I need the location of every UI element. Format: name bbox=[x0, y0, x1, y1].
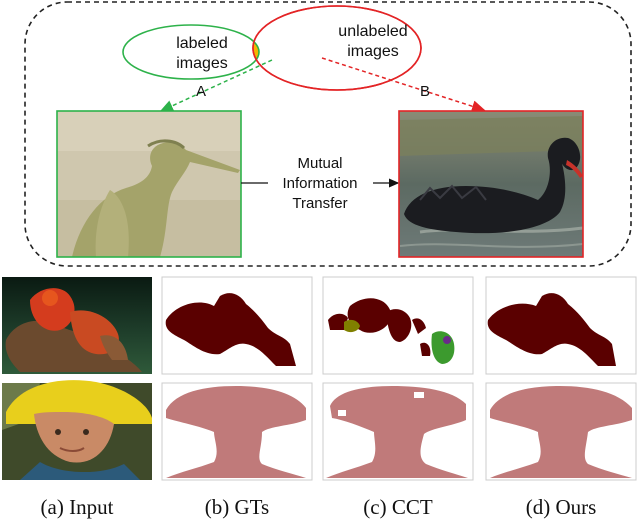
transfer-text-1: Mutual bbox=[297, 155, 342, 172]
row2-gt-mask bbox=[161, 382, 313, 481]
row2-input-image bbox=[2, 380, 152, 480]
caption-gts: (b) GTs bbox=[205, 495, 269, 519]
row1-cct-mask bbox=[322, 276, 474, 375]
labeled-text-2: images bbox=[176, 55, 228, 72]
unlabeled-ellipse-outline bbox=[252, 5, 422, 91]
row1-ours-mask bbox=[485, 276, 637, 375]
venn-diagram: labeled images unlabeled images bbox=[122, 5, 422, 91]
arrow-a-label: A bbox=[196, 83, 206, 100]
labeled-text-1: labeled bbox=[176, 35, 228, 52]
row1-gt-mask bbox=[161, 276, 313, 375]
arrow-a bbox=[159, 59, 273, 112]
transfer-text-2: Information bbox=[282, 175, 357, 192]
transfer-text-3: Transfer bbox=[292, 195, 347, 212]
heron-image bbox=[56, 110, 242, 258]
unlabeled-text-1: unlabeled bbox=[338, 23, 407, 40]
arrow-b bbox=[321, 57, 486, 113]
dashed-frame bbox=[24, 1, 632, 267]
labeled-ellipse bbox=[122, 24, 260, 80]
arrow-b-label: B bbox=[420, 83, 430, 100]
caption-input: (a) Input bbox=[41, 495, 114, 519]
unlabeled-text-2: images bbox=[347, 43, 399, 60]
caption-ours: (d) Ours bbox=[526, 495, 597, 519]
row2-ours-mask bbox=[485, 382, 637, 481]
row1-input-image bbox=[2, 277, 152, 374]
row2-cct-mask bbox=[322, 382, 474, 481]
caption-cct: (c) CCT bbox=[363, 495, 433, 519]
swan-image bbox=[398, 110, 584, 258]
